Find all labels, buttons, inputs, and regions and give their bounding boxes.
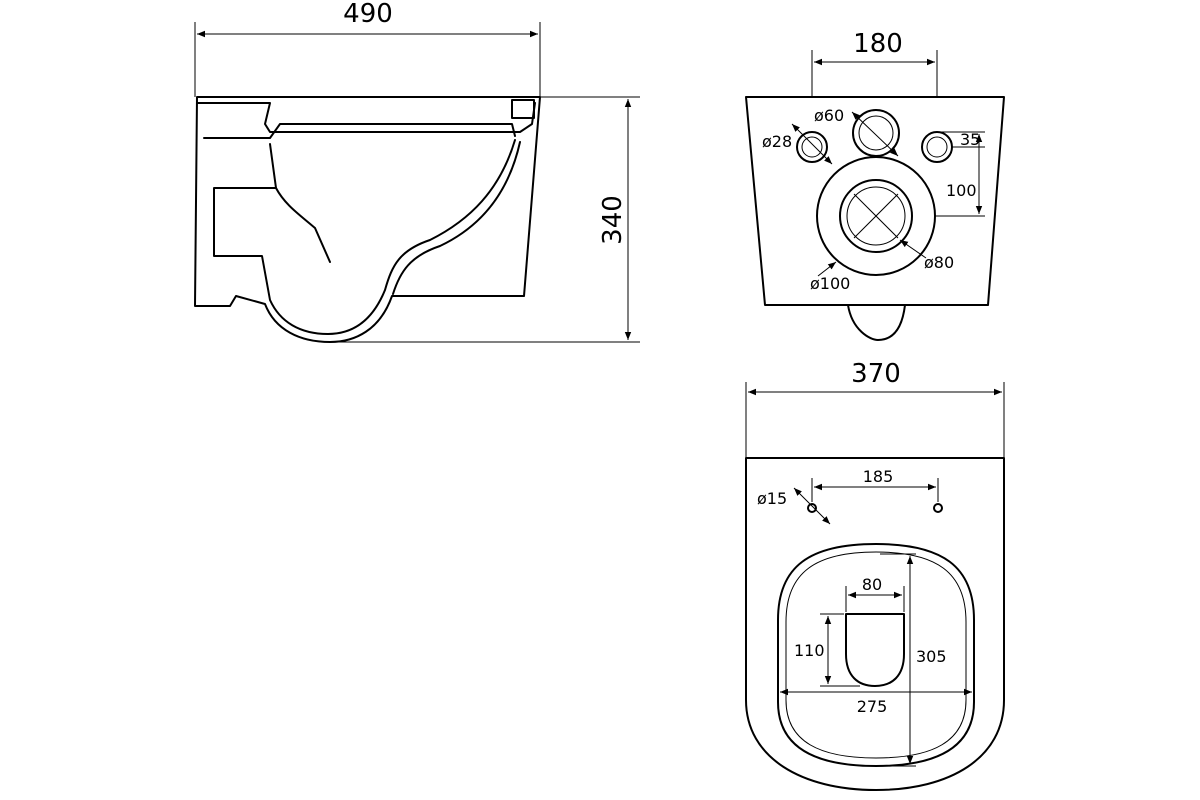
rear-offset-35-label: 35: [960, 130, 980, 149]
top-d15-label: ø15: [757, 489, 787, 508]
top-d15-leader: [793, 487, 831, 525]
side-view: 490 340: [194, 0, 640, 343]
top-outlet-height-label: 110: [794, 641, 825, 660]
top-outlet-width-label: 80: [862, 575, 882, 594]
side-trap-wall: [269, 143, 277, 189]
rear-spacing-label: 180: [853, 29, 903, 59]
top-width-label: 370: [851, 359, 901, 389]
side-body-outline: [194, 96, 541, 343]
top-bowl-rim: [777, 543, 975, 767]
rear-view: 180 ø60 ø28 3: [745, 29, 1005, 341]
side-bowl-front-wall: [392, 141, 521, 295]
side-height-label: 340: [598, 195, 628, 245]
rear-d28-label: ø28: [762, 132, 792, 151]
top-body-outline: [745, 457, 1005, 791]
rear-d100-leader: [817, 261, 837, 277]
top-mount-hole-right: [933, 503, 943, 513]
rear-d28-leader: [791, 123, 833, 165]
top-outlet: [845, 613, 905, 687]
rear-d80-leader: [899, 239, 927, 259]
rear-d100-label: ø100: [810, 274, 850, 293]
top-bowl-length-label: 305: [916, 647, 947, 666]
rear-d60-leader: [851, 111, 899, 157]
side-width-label: 490: [343, 0, 393, 29]
side-flush-inlet: [511, 99, 535, 119]
top-bowl-inner-rim: [785, 551, 967, 759]
rear-offset-100-label: 100: [946, 181, 977, 200]
top-bowl-width-label: 275: [857, 697, 888, 716]
rear-body-outline: [745, 96, 1005, 306]
rear-d80-label: ø80: [924, 253, 954, 272]
side-rim-channel: [196, 102, 536, 133]
rear-bowl-bottom: [847, 304, 906, 341]
top-hole-spacing-label: 185: [863, 467, 894, 486]
side-rim-inner: [203, 123, 516, 139]
top-view: 370 185 ø15 80 110 305: [745, 359, 1005, 791]
rear-d60-label: ø60: [814, 106, 844, 125]
